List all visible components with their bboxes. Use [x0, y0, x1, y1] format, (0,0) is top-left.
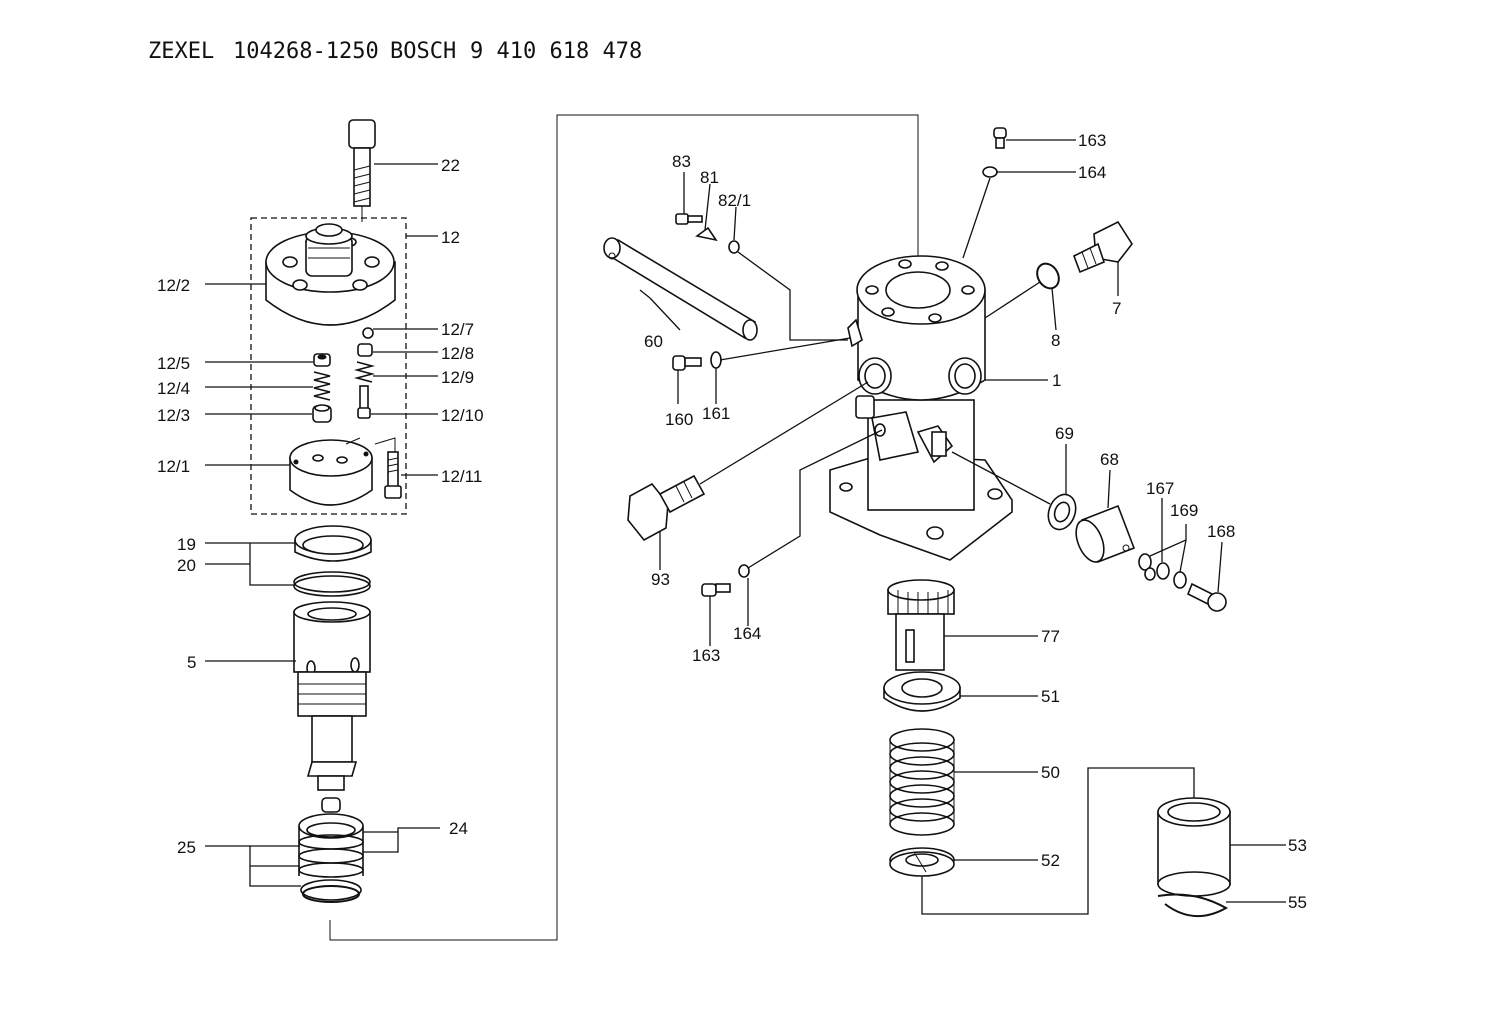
label-50: 50 [1041, 763, 1060, 782]
label-12-5: 12/5 [157, 354, 190, 373]
label-12-11: 12/11 [441, 467, 482, 486]
label-12-4: 12/4 [157, 379, 190, 398]
part-12-group-box [250, 217, 407, 515]
label-53: 53 [1288, 836, 1307, 855]
label-12-8: 12/8 [441, 344, 474, 363]
right-leader-lines [639, 139, 1286, 915]
label-12-7: 12/7 [441, 320, 474, 339]
header-part-number-zexel: 104268-1250 [233, 39, 379, 64]
part-5-barrel [293, 601, 371, 813]
label-8: 8 [1051, 331, 1060, 350]
label-164-upper: 164 [1078, 163, 1106, 182]
part-12-4-spring [313, 371, 331, 401]
label-69: 69 [1055, 424, 1074, 443]
label-20: 20 [177, 556, 196, 575]
label-167: 167 [1146, 479, 1174, 498]
header-brand-zexel: ZEXEL [148, 39, 214, 64]
part-163-lower-screw [701, 583, 731, 597]
part-68-cap [1075, 504, 1136, 564]
label-164-lower: 164 [733, 624, 761, 643]
part-12-7-ball [362, 327, 374, 339]
part-19-ring [294, 525, 372, 562]
part-164-upper-washer [982, 166, 998, 178]
part-7-fitting [1072, 220, 1133, 274]
label-60: 60 [644, 332, 663, 351]
part-82-1-washer [728, 240, 740, 254]
label-7: 7 [1112, 299, 1121, 318]
label-161: 161 [702, 404, 730, 423]
part-169-washer [1173, 571, 1187, 589]
label-25: 25 [177, 838, 196, 857]
part-12-3-valve-seat [312, 404, 332, 423]
part-164-lower-washer [738, 564, 750, 578]
label-19: 19 [177, 535, 196, 554]
header-brand-bosch: BOSCH [390, 39, 456, 64]
label-77: 77 [1041, 627, 1060, 646]
label-51: 51 [1041, 687, 1060, 706]
label-82-1: 82/1 [718, 191, 751, 210]
part-12-1-base [289, 437, 373, 506]
part-51-spring-seat [883, 671, 961, 712]
label-52: 52 [1041, 851, 1060, 870]
part-81-clip [695, 226, 718, 242]
label-169: 169 [1170, 501, 1198, 520]
label-163-upper: 163 [1078, 131, 1106, 150]
label-163-lower: 163 [692, 646, 720, 665]
label-93: 93 [651, 570, 670, 589]
part-12-10-pin [357, 385, 371, 419]
label-5: 5 [187, 653, 196, 672]
part-52-lower-seat [889, 847, 955, 877]
part-12-5-valve-cap [313, 353, 331, 367]
part-55-circlip [1157, 893, 1229, 918]
label-1: 1 [1052, 371, 1061, 390]
label-12-2: 12/2 [157, 276, 190, 295]
part-50-spring [889, 728, 955, 836]
part-60-rod [603, 237, 758, 341]
label-12-1: 12/1 [157, 457, 190, 476]
part-24-spring [298, 813, 364, 878]
part-167-washer [1138, 553, 1170, 581]
label-55: 55 [1288, 893, 1307, 912]
part-161-washer [710, 351, 722, 369]
label-83: 83 [672, 152, 691, 171]
label-22: 22 [441, 156, 460, 175]
part-12-2-flange [265, 223, 396, 326]
part-labels: 22 12 12/2 12/7 12/5 12/8 12/4 12/9 12/3… [157, 131, 1307, 912]
part-12-11-screw [384, 451, 402, 499]
part-12-8-cap [357, 343, 373, 357]
part-69-washer [1047, 493, 1077, 531]
part-8-o-ring [1036, 262, 1060, 290]
part-22-bolt [348, 119, 376, 222]
part-12-9-spring [353, 361, 376, 383]
label-168: 168 [1207, 522, 1235, 541]
part-160-screw [672, 355, 702, 371]
label-12-9: 12/9 [441, 368, 474, 387]
part-83-screw [675, 213, 703, 225]
part-25-ring [300, 879, 362, 903]
label-160: 160 [665, 410, 693, 429]
label-24: 24 [449, 819, 468, 838]
part-77-control-sleeve [887, 579, 955, 671]
part-1-pump-housing [829, 255, 1013, 561]
part-53-tappet [1157, 797, 1231, 897]
part-93-banjo-bolt [627, 474, 706, 542]
header-part-number-bosch: 9 410 618 478 [470, 39, 642, 64]
label-12: 12 [441, 228, 460, 247]
label-12-3: 12/3 [157, 406, 190, 425]
assembly-connector-line [329, 114, 919, 941]
left-leader-lines [205, 163, 440, 887]
part-163-upper-screw [993, 127, 1007, 149]
diagram-header: ZEXEL 104268-1250 BOSCH 9 410 618 478 [148, 39, 642, 64]
label-12-10: 12/10 [441, 406, 484, 425]
part-20-ring [293, 571, 371, 597]
label-68: 68 [1100, 450, 1119, 469]
label-81: 81 [700, 168, 719, 187]
part-168-bolt [1186, 582, 1227, 612]
